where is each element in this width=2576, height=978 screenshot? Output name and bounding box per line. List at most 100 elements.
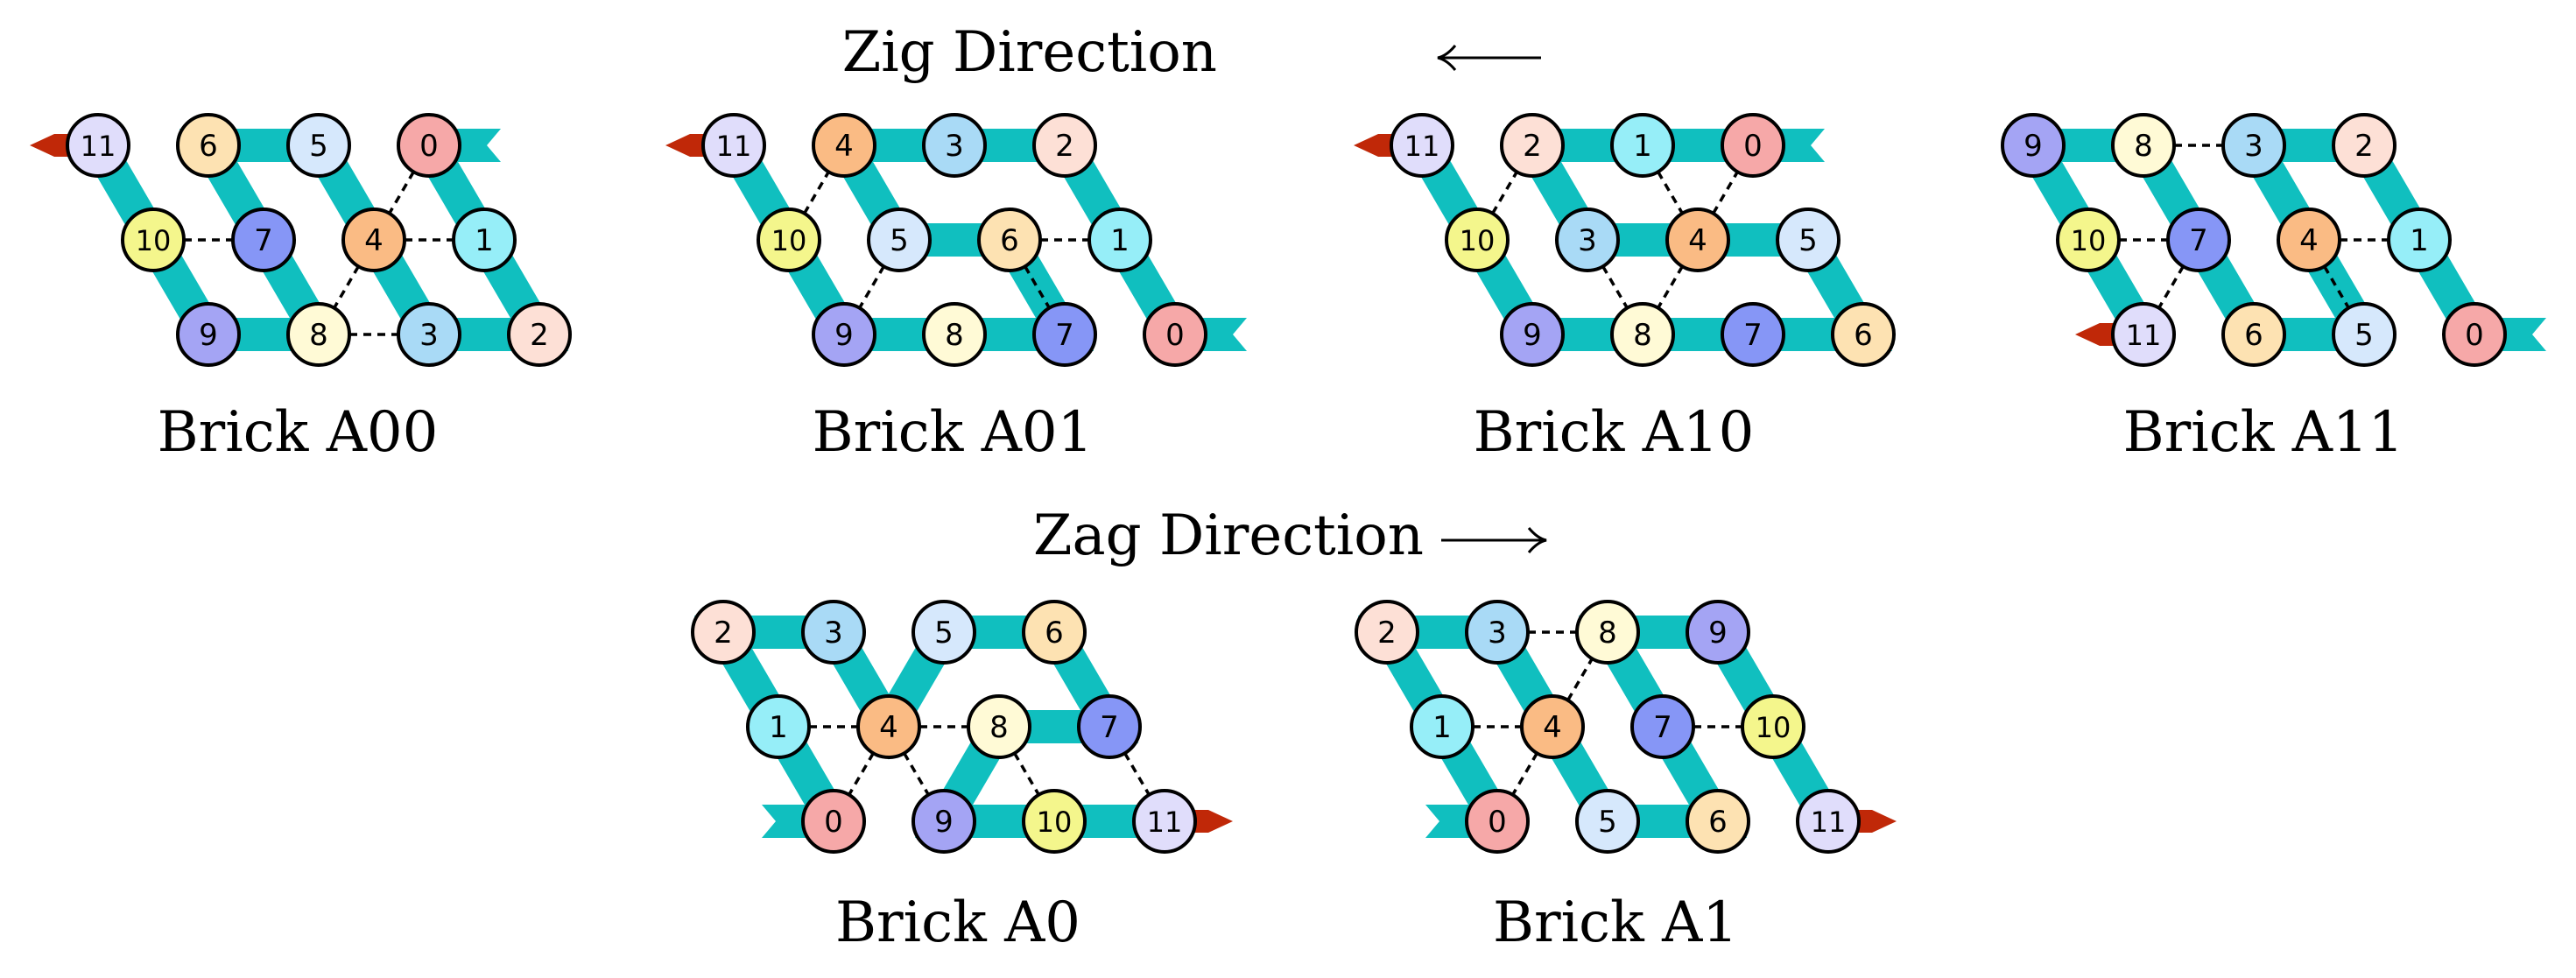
node-label: 2: [1377, 616, 1397, 651]
node-circle: [1022, 600, 1087, 665]
node-circle: [1132, 789, 1197, 854]
node-11: 11: [1390, 113, 1454, 178]
node-label: 1: [1633, 129, 1652, 164]
node-5: 5: [1575, 789, 1640, 854]
node-circle: [691, 600, 756, 665]
node-circle: [1776, 208, 1841, 272]
node-circle: [1575, 789, 1640, 854]
node-circle: [286, 302, 351, 367]
node-10: 10: [2056, 208, 2121, 272]
bond-line: [1712, 171, 1739, 215]
node-circle: [801, 789, 866, 854]
node-9: 9: [812, 302, 876, 367]
node-10: 10: [1022, 789, 1087, 854]
bond-line: [2157, 265, 2185, 309]
node-0: 0: [801, 789, 866, 854]
node-0: 0: [2442, 302, 2507, 367]
node-8: 8: [1575, 600, 1640, 665]
node-circle: [341, 208, 406, 272]
node-11: 11: [2111, 302, 2176, 367]
node-circle: [286, 113, 351, 178]
node-label: 5: [934, 616, 954, 651]
chain-end-arrow: [30, 134, 72, 157]
node-label: 4: [1543, 710, 1562, 745]
node-label: 10: [1756, 711, 1791, 744]
node-circle: [1721, 302, 1785, 367]
brick-caption: Brick A1: [1493, 890, 1738, 955]
node-label: 7: [1743, 318, 1763, 353]
node-label: 0: [1488, 805, 1507, 840]
node-8: 8: [922, 302, 987, 367]
bond-line: [333, 265, 360, 309]
node-5: 5: [867, 208, 932, 272]
node-1: 1: [1087, 208, 1152, 272]
node-circle: [1087, 208, 1152, 272]
chain-end-arrow: [1191, 810, 1233, 833]
brick-caption: Brick A00: [158, 400, 439, 465]
node-label: 6: [1854, 318, 1873, 353]
bond-line: [1013, 752, 1040, 796]
node-4: 4: [2277, 208, 2341, 272]
node-circle: [1032, 113, 1097, 178]
node-8: 8: [286, 302, 351, 367]
node-label: 3: [945, 129, 964, 164]
node-label: 2: [714, 616, 733, 651]
node-7: 7: [1077, 694, 1142, 759]
node-label: 4: [1688, 223, 1707, 258]
node-label: 1: [2410, 223, 2429, 258]
bond-line: [1123, 752, 1151, 796]
node-circle: [1520, 694, 1585, 759]
node-circle: [1721, 113, 1785, 178]
node-circle: [967, 694, 1031, 759]
node-2: 2: [1032, 113, 1097, 178]
brick-caption: Brick A0: [835, 890, 1080, 955]
node-label: 4: [2299, 223, 2319, 258]
node-label: 6: [1000, 223, 1019, 258]
node-circle: [1610, 302, 1675, 367]
node-label: 3: [824, 616, 843, 651]
node-10: 10: [1741, 694, 1805, 759]
brick-caption: Brick A01: [813, 400, 1094, 465]
node-label: 5: [1598, 805, 1617, 840]
node-label: 2: [1055, 129, 1074, 164]
node-label: 0: [2465, 318, 2484, 353]
chain-end-arrow: [1855, 810, 1897, 833]
node-circle: [1445, 208, 1510, 272]
node-label: 7: [254, 223, 273, 258]
bond-line: [1511, 752, 1538, 796]
node-6: 6: [1831, 302, 1896, 367]
node-circle: [1686, 789, 1750, 854]
node-circle: [1022, 789, 1087, 854]
node-3: 3: [397, 302, 461, 367]
node-9: 9: [2001, 113, 2066, 178]
node-circle: [922, 302, 987, 367]
node-5: 5: [1776, 208, 1841, 272]
node-label: 6: [1708, 805, 1728, 840]
node-circle: [2056, 208, 2121, 272]
node-label: 0: [824, 805, 843, 840]
node-circle: [2332, 113, 2397, 178]
node-2: 2: [1355, 600, 1419, 665]
node-circle: [1355, 600, 1419, 665]
node-8: 8: [967, 694, 1031, 759]
node-label: 8: [309, 318, 328, 353]
node-circle: [452, 208, 517, 272]
node-circle: [2111, 113, 2176, 178]
node-9: 9: [1500, 302, 1565, 367]
node-7: 7: [1032, 302, 1097, 367]
node-label: 9: [199, 318, 218, 353]
node-label: 7: [1653, 710, 1672, 745]
node-label: 9: [2023, 129, 2043, 164]
node-9: 9: [911, 789, 976, 854]
bond-line: [388, 171, 415, 215]
node-circle: [1741, 694, 1805, 759]
node-3: 3: [1555, 208, 1620, 272]
node-3: 3: [1465, 600, 1530, 665]
node-circle: [2442, 302, 2507, 367]
node-circle: [2001, 113, 2066, 178]
bond-line: [1566, 658, 1594, 701]
node-2: 2: [691, 600, 756, 665]
